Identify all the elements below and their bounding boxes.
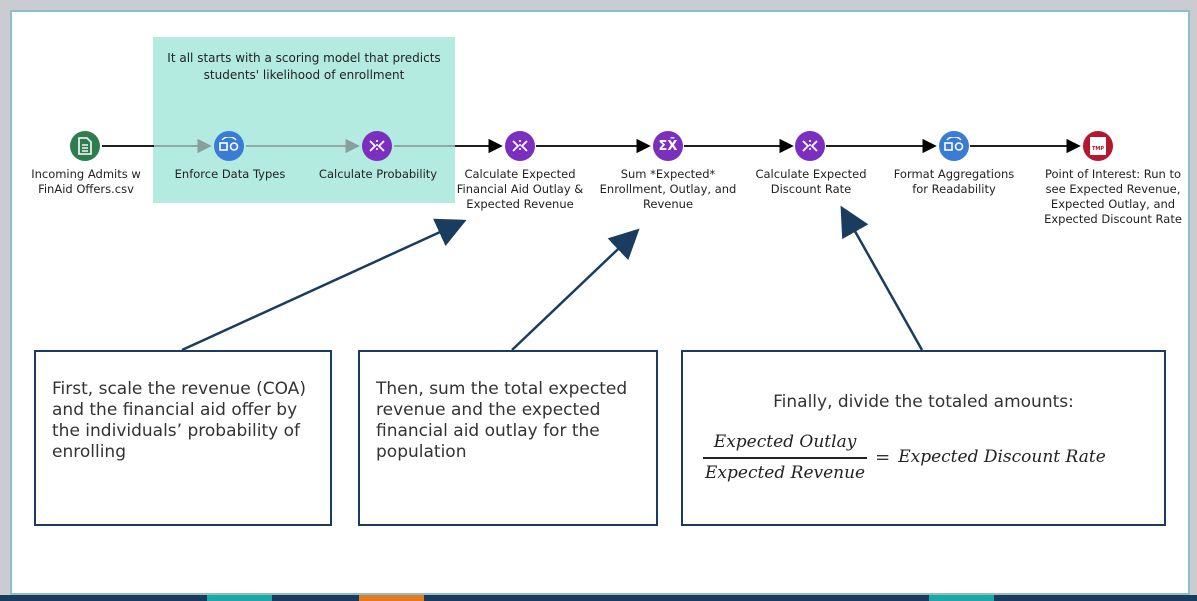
footer-bar	[0, 595, 1197, 601]
tool-label-sum: Sum *Expected* Enrollment, Outlay, and R…	[599, 167, 737, 211]
tool-label-browse: Point of Interest: Run to see Expected R…	[1044, 167, 1182, 226]
formula-result: Expected Discount Rate	[898, 447, 1106, 468]
formula-denominator: Expected Revenue	[705, 462, 866, 483]
formula-icon	[369, 140, 385, 152]
formula-tool-probability[interactable]	[362, 131, 392, 161]
fraction-bar	[703, 457, 868, 459]
formula-fraction: Expected Outlay Expected Revenue	[703, 432, 868, 484]
callout-box-second: Then, sum the total expected revenue and…	[358, 350, 658, 526]
summarize-tool[interactable]: ΣX̄	[653, 131, 683, 161]
tool-label-format: Format Aggregations for Readability	[893, 167, 1015, 196]
callout-box-first: First, scale the revenue (COA) and the f…	[34, 350, 332, 526]
tool-label-input: Incoming Admits w FinAid Offers.csv	[31, 167, 141, 196]
tool-label-expected-outlay: Calculate Expected Financial Aid Outlay …	[456, 167, 584, 211]
browse-badge: TMP	[1091, 146, 1105, 152]
footer-tab-teal-left	[207, 595, 272, 601]
browse-tool[interactable]: TMP	[1083, 131, 1113, 161]
discount-formula: Expected Outlay Expected Revenue = Expec…	[703, 432, 1106, 484]
select-icon	[944, 137, 964, 151]
callout-arrow-2	[511, 228, 640, 351]
select-tool-format[interactable]	[939, 131, 969, 161]
container-caption: It all starts with a scoring model that …	[167, 51, 441, 82]
formula-icon	[802, 140, 818, 152]
select-tool[interactable]	[214, 131, 244, 161]
input-data-tool[interactable]	[70, 131, 100, 161]
select-icon	[219, 137, 239, 151]
callout-box-third: Finally, divide the totaled amounts: Exp…	[681, 350, 1166, 526]
footer-tab-orange	[359, 595, 424, 601]
formula-equals: =	[875, 447, 891, 469]
tool-container[interactable]	[153, 37, 455, 203]
tool-label-discount: Calculate Expected Discount Rate	[755, 167, 867, 196]
footer-tab-teal-right	[929, 595, 994, 601]
browse-icon: TMP	[1090, 137, 1106, 155]
formula-icon	[512, 140, 528, 152]
tool-label-enforce: Enforce Data Types	[174, 167, 286, 181]
callout-text-second: Then, sum the total expected revenue and…	[376, 379, 628, 462]
formula-tool-expected[interactable]	[505, 131, 535, 161]
callout-arrow-1	[181, 218, 467, 352]
formula-tool-discount[interactable]	[795, 131, 825, 161]
tool-label-probability: Calculate Probability	[318, 167, 438, 181]
callout-arrow-3	[840, 205, 924, 351]
formula-numerator: Expected Outlay	[713, 432, 857, 452]
summarize-icon: ΣX̄	[658, 138, 678, 154]
callout-text-third: Finally, divide the totaled amounts:	[773, 392, 1074, 412]
document-icon	[78, 137, 92, 155]
callout-text-first: First, scale the revenue (COA) and the f…	[52, 379, 306, 462]
